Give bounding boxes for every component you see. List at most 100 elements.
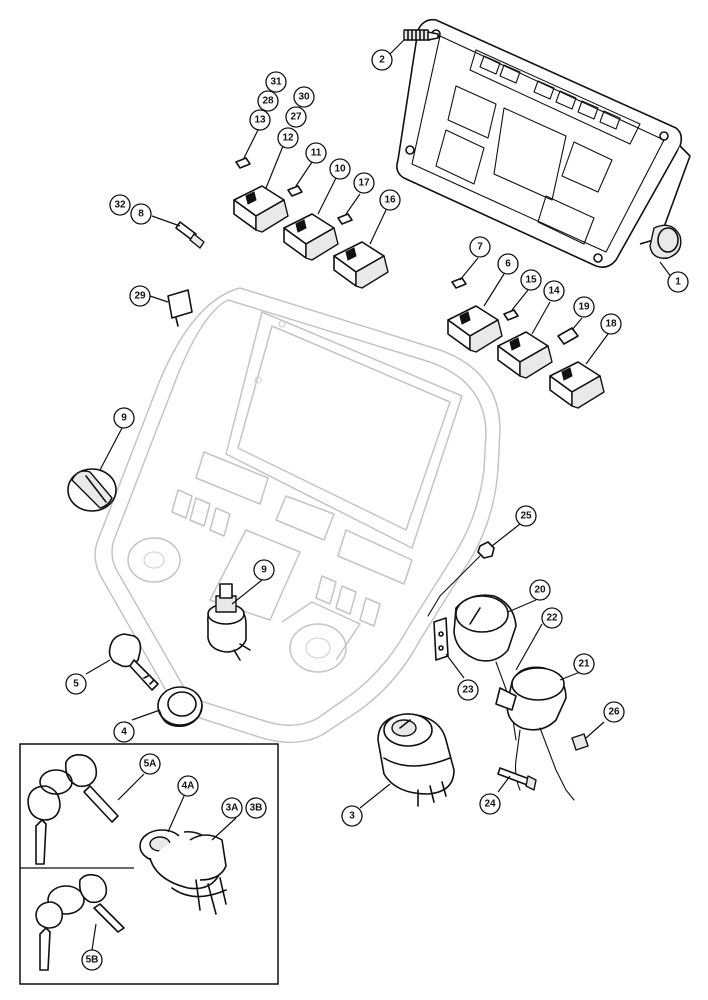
nut — [477, 541, 495, 559]
callout-6: 6 — [497, 253, 519, 275]
switch-12 — [233, 185, 289, 233]
callout-9-knob: 9 — [113, 407, 135, 429]
callout-12: 12 — [277, 127, 299, 149]
bulb — [175, 221, 205, 249]
switch-10 — [283, 213, 339, 261]
svg-text:4A: 4A — [182, 781, 195, 792]
cable — [427, 555, 481, 617]
svg-text:5: 5 — [73, 679, 79, 690]
callout-10: 10 — [329, 158, 351, 180]
callout-3b: 3B — [245, 797, 267, 819]
callout-19: 19 — [573, 296, 595, 318]
dashboard-console-ghost — [94, 287, 501, 744]
callout-22: 22 — [541, 607, 563, 629]
alternative-key-set-inset — [19, 743, 279, 985]
callout-30: 30 — [293, 86, 315, 108]
svg-text:17: 17 — [358, 178, 370, 189]
mounting-sleeve — [495, 666, 575, 801]
svg-text:20: 20 — [534, 585, 546, 596]
svg-text:26: 26 — [608, 707, 620, 718]
switch-lenses — [235, 157, 579, 345]
switch-18 — [549, 361, 605, 409]
svg-text:24: 24 — [484, 799, 496, 810]
svg-text:10: 10 — [334, 164, 346, 175]
callout-15: 15 — [520, 269, 542, 291]
callout-3: 3 — [341, 805, 363, 827]
svg-text:16: 16 — [384, 195, 396, 206]
callout-32: 32 — [109, 194, 131, 216]
svg-text:7: 7 — [477, 242, 483, 253]
svg-text:1: 1 — [675, 277, 681, 288]
svg-text:9: 9 — [121, 413, 127, 424]
callout-2: 2 — [371, 49, 393, 71]
svg-text:31: 31 — [270, 77, 282, 88]
callout-28: 28 — [257, 90, 279, 112]
svg-text:3B: 3B — [250, 803, 263, 814]
callout-27: 27 — [285, 106, 307, 128]
svg-text:15: 15 — [525, 275, 537, 286]
svg-text:9: 9 — [261, 565, 267, 576]
callout-11: 11 — [305, 142, 327, 164]
callout-14: 14 — [543, 280, 565, 302]
clip-26 — [571, 733, 589, 751]
svg-text:14: 14 — [548, 286, 560, 297]
callout-23: 23 — [457, 679, 479, 701]
svg-text:25: 25 — [520, 511, 532, 522]
bolt — [497, 767, 537, 791]
svg-text:3: 3 — [349, 811, 355, 822]
callout-13: 13 — [249, 109, 271, 131]
svg-text:4: 4 — [121, 727, 127, 738]
knob — [67, 468, 117, 512]
callout-21: 21 — [573, 653, 595, 675]
svg-text:21: 21 — [578, 659, 590, 670]
callout-31: 31 — [265, 71, 287, 93]
callout-3a: 3A — [221, 797, 243, 819]
switch-16 — [333, 241, 389, 289]
svg-text:5A: 5A — [144, 759, 157, 770]
svg-text:18: 18 — [605, 319, 617, 330]
svg-text:32: 32 — [114, 200, 126, 211]
bracket — [433, 617, 449, 661]
callout-5a: 5A — [139, 753, 161, 775]
svg-text:12: 12 — [282, 133, 294, 144]
clip-29 — [167, 289, 193, 327]
gauge — [453, 594, 517, 741]
switch-6 — [447, 305, 503, 353]
callout-4: 4 — [113, 721, 135, 743]
callout-16: 16 — [379, 189, 401, 211]
callout-29: 29 — [129, 285, 151, 307]
svg-text:6: 6 — [505, 259, 511, 270]
svg-text:11: 11 — [311, 148, 322, 159]
callout-8: 8 — [130, 203, 152, 225]
callout-17: 17 — [353, 172, 375, 194]
key-5 — [108, 633, 159, 691]
instrument-cluster — [396, 18, 691, 268]
svg-text:29: 29 — [134, 291, 146, 302]
callout-24: 24 — [479, 793, 501, 815]
svg-text:28: 28 — [262, 96, 274, 107]
callout-20: 20 — [529, 579, 551, 601]
svg-text:5B: 5B — [86, 955, 99, 966]
svg-text:3A: 3A — [226, 803, 239, 814]
svg-text:23: 23 — [462, 685, 474, 696]
svg-text:22: 22 — [546, 613, 558, 624]
callout-7: 7 — [469, 236, 491, 258]
callout-1: 1 — [667, 271, 689, 293]
svg-text:2: 2 — [379, 55, 385, 66]
callout-25: 25 — [515, 505, 537, 527]
svg-text:13: 13 — [254, 115, 266, 126]
svg-text:8: 8 — [138, 209, 144, 220]
callout-26: 26 — [603, 701, 625, 723]
switch-14 — [497, 331, 553, 379]
callout-18: 18 — [600, 313, 622, 335]
svg-text:19: 19 — [578, 302, 590, 313]
callout-9-rotary: 9 — [253, 559, 275, 581]
mounting-screw — [403, 29, 439, 41]
bezel-ring — [157, 686, 203, 728]
rotary-switch — [207, 583, 251, 661]
svg-text:27: 27 — [290, 112, 302, 123]
svg-text:30: 30 — [298, 92, 310, 103]
callout-5b: 5B — [81, 949, 103, 971]
callout-4a: 4A — [177, 775, 199, 797]
